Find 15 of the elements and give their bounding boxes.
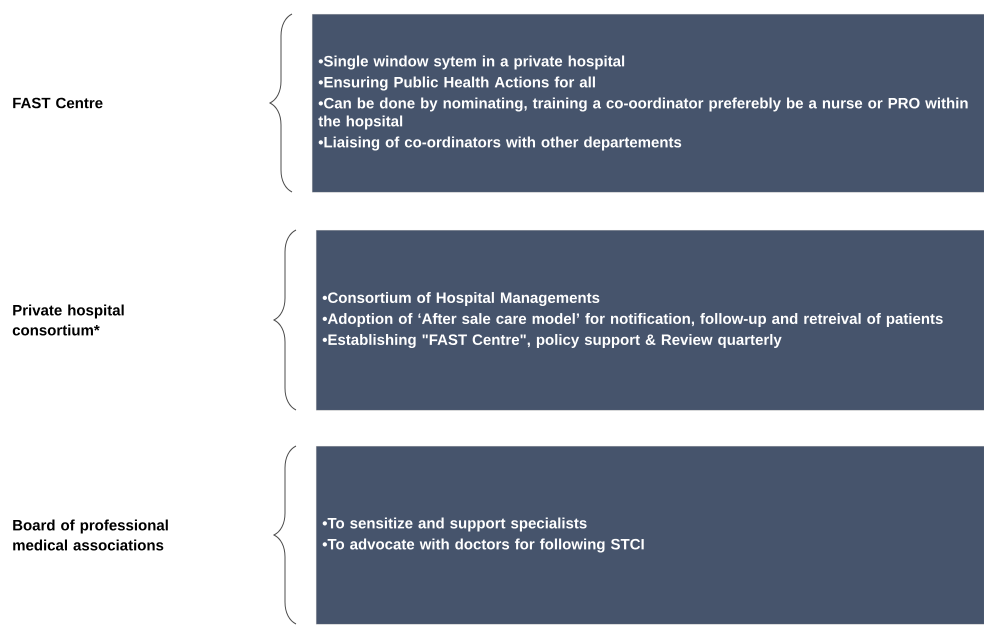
text-box xyxy=(316,230,984,410)
bullet-text: •Adoption of ‘After sale care model’ for notification, follow-up and retreival of patients xyxy=(322,312,943,327)
text-box xyxy=(312,14,984,192)
bullet-text: •Consortium of Hospital Managements xyxy=(322,292,600,306)
group-label: Board of professional medical associations xyxy=(13,520,168,550)
bullet-text: •To sensitize and support specialists xyxy=(322,517,587,532)
group-label: Private hospital consortium* xyxy=(12,304,124,336)
bullet-text: •Can be done by nominating, training a co-oordinator preferebly be a nurse or PRO within the hopsital xyxy=(318,97,968,130)
group-label: FAST Centre xyxy=(13,98,103,108)
text-box xyxy=(316,446,984,624)
bullet-text: •Ensuring Public Health Actions for all xyxy=(318,76,595,91)
bullet-text: •Single window sytem in a private hospital xyxy=(318,55,624,70)
bullet-text: •Establishing "FAST Centre", policy support & Review quarterly xyxy=(322,334,782,348)
bullet-text: •To advocate with doctors for following STCI xyxy=(322,538,644,553)
bullet-text: •Liaising of co-ordinators with other departements xyxy=(318,136,682,151)
